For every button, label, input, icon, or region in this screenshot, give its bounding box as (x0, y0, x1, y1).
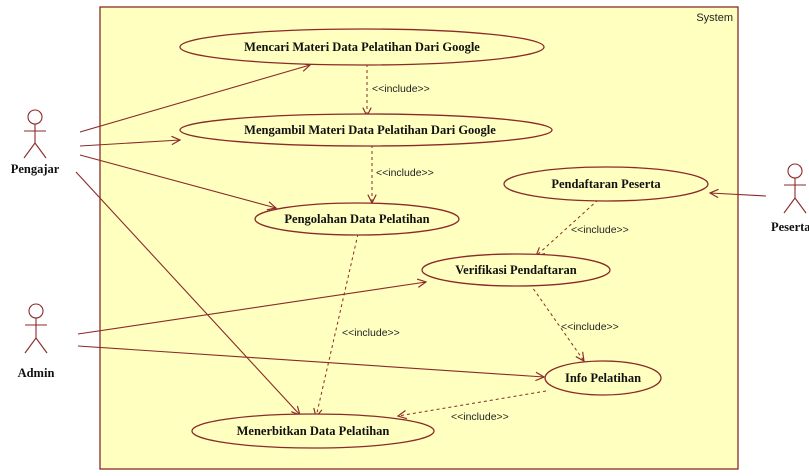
use-case-ellipse[interactable] (179, 28, 545, 66)
actor-head-icon (28, 303, 44, 319)
system-boundary (99, 6, 739, 470)
assoc-pengajar-pengolahan (79, 154, 276, 208)
actor-pengajar[interactable] (23, 109, 47, 159)
include-label: <<include>> (571, 224, 629, 236)
assoc-admin-info (77, 345, 544, 377)
actor-label-admin: Admin (18, 366, 55, 380)
associations (75, 65, 767, 415)
use-case-verifikasi-pendaftaran[interactable]: Verifikasi Pendaftaran (421, 253, 611, 287)
include-label: <<include>> (561, 321, 619, 333)
actor-head-icon (27, 109, 43, 125)
use-case-ellipse[interactable] (254, 202, 460, 236)
actor-label-peserta: Peserta (771, 220, 809, 234)
include-label: <<include>> (372, 83, 430, 95)
use-case-label: Menerbitkan Data Pelatihan (237, 424, 390, 438)
use-case-label: Info Pelatihan (565, 371, 641, 385)
use-case-label: Pendaftaran Peserta (551, 177, 661, 191)
actor-leg-right (35, 337, 48, 354)
actor-leg-left (783, 197, 796, 214)
actor-admin[interactable] (24, 303, 48, 354)
use-case-ellipse[interactable] (544, 360, 662, 396)
include-label: <<include>> (376, 167, 434, 179)
use-case-label: Pengolahan Data Pelatihan (284, 212, 429, 226)
use-case-ellipse[interactable] (421, 253, 611, 287)
use-case-label: Mencari Materi Data Pelatihan Dari Googl… (244, 40, 480, 54)
system-label: System (696, 12, 733, 24)
use-case-ellipse[interactable] (503, 166, 709, 202)
use-case-ellipse[interactable] (179, 113, 553, 147)
actor-label-pengajar: Pengajar (11, 162, 60, 176)
use-case-pendaftaran-peserta[interactable]: Pendaftaran Peserta (503, 166, 709, 202)
include-line-pendaftaran-verifikasi (536, 199, 599, 256)
include-line-info-menerbitkan (398, 390, 547, 416)
include-labels: <<include>> <<include>> <<include>> <<in… (342, 83, 629, 423)
assoc-pengajar-mencari (79, 65, 310, 133)
include-label: <<include>> (451, 411, 509, 423)
actor-leg-right (794, 197, 807, 214)
include-dependencies (316, 64, 599, 417)
use-case-mengambil-materi[interactable]: Mengambil Materi Data Pelatihan Dari Goo… (179, 113, 553, 147)
use-case-mencari-materi[interactable]: Mencari Materi Data Pelatihan Dari Googl… (179, 28, 545, 66)
use-case-info-pelatihan[interactable]: Info Pelatihan (544, 360, 662, 396)
use-case-pengolahan-data[interactable]: Pengolahan Data Pelatihan (254, 202, 460, 236)
actor-leg-left (24, 337, 37, 354)
include-label: <<include>> (342, 327, 400, 339)
actor-leg-left (23, 142, 36, 159)
include-line-pengolahan-menerbitkan (316, 233, 359, 417)
assoc-pengajar-menerbitkan (75, 171, 300, 415)
use-case-menerbitkan-data[interactable]: Menerbitkan Data Pelatihan (191, 413, 435, 449)
actor-head-icon (787, 163, 803, 179)
assoc-pengajar-mengambil (79, 140, 180, 147)
use-case-ellipse[interactable] (191, 413, 435, 449)
actor-leg-right (34, 142, 47, 159)
actor-peserta[interactable] (783, 163, 807, 214)
assoc-admin-verifikasi (77, 282, 426, 335)
include-line-verifikasi-info (529, 283, 584, 361)
assoc-peserta-pendaftaran (710, 193, 767, 196)
use-case-label: Mengambil Materi Data Pelatihan Dari Goo… (244, 123, 496, 137)
use-case-label: Verifikasi Pendaftaran (455, 263, 576, 277)
